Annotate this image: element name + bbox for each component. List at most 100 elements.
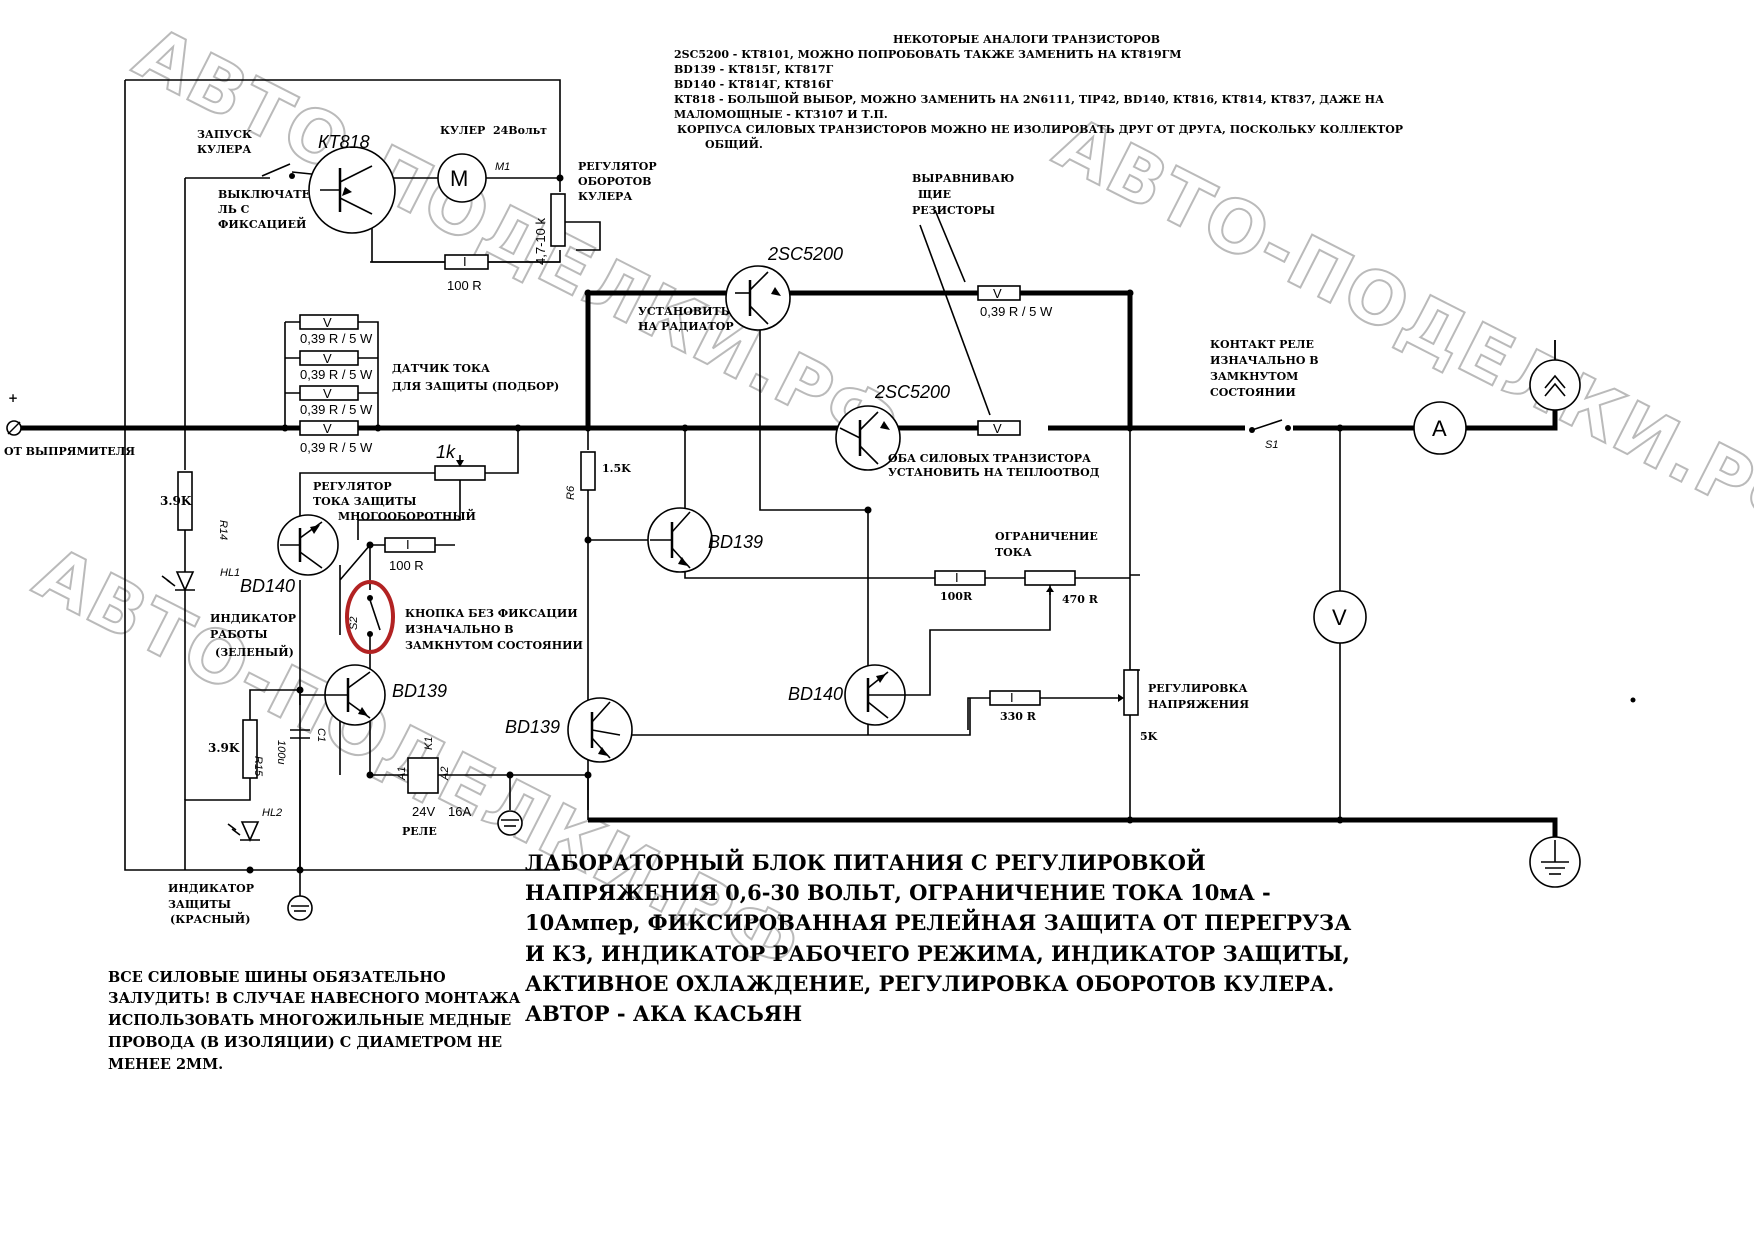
- protection-reg-label-2: ТОКА ЗАЩИТЫ: [313, 495, 416, 508]
- note-block: ВСЕ СИЛОВЫЕ ШИНЫ ОБЯЗАТЕЛЬНО ЗАЛУДИТЬ! В…: [108, 969, 521, 1073]
- r-sense-value: 0,39 R / 5 W: [300, 402, 373, 417]
- title-line: 10Ампер, ФИКСИРОВАННАЯ РЕЛЕЙНАЯ ЗАЩИТА О…: [525, 909, 1351, 935]
- note-line: ПРОВОДА (В ИЗОЛЯЦИИ) С ДИАМЕТРОМ НЕ: [108, 1034, 502, 1051]
- q-mid-label: 2SC5200: [874, 382, 950, 402]
- s2-label: S2: [348, 617, 360, 630]
- plus-label: +: [8, 391, 18, 405]
- resistor-100r-top: I 100 R: [444, 254, 489, 293]
- junctions: [246, 174, 1636, 874]
- a1-ref: A1: [396, 767, 408, 781]
- both-transistors-2: УСТАНОВИТЬ НА ТЕПЛООТВОД: [888, 466, 1100, 479]
- r6-ref: R6: [565, 485, 577, 500]
- bd139-bottom-label: BD139: [505, 717, 560, 737]
- output-terminal-ground: [1529, 836, 1581, 888]
- pot-1k-value: 1k: [436, 442, 456, 462]
- r100-left-value: 100 R: [389, 558, 424, 573]
- work-indicator-2: РАБОТЫ: [210, 628, 268, 641]
- equalizing-resistors: V 0,39 R / 5 W V ВЫРАВНИВАЮ ЩИЕ РЕЗИСТОР…: [912, 172, 1053, 436]
- res-mark: V: [993, 286, 1002, 301]
- button-label-2: ИЗНАЧАЛЬНО В: [405, 623, 514, 636]
- install-radiator-1: УСТАНОВИТЬ: [638, 305, 730, 318]
- res-mark: I: [955, 570, 959, 585]
- title-block: ЛАБОРАТОРНЫЙ БЛОК ПИТАНИЯ С РЕГУЛИРОВКОЙ…: [525, 849, 1351, 1026]
- motor-ref: M1: [495, 161, 510, 173]
- res-mark: V: [993, 421, 1002, 436]
- protect-indicator-1: ИНДИКАТОР: [168, 882, 254, 895]
- cooler-motor: M M1 КУЛЕР 24Вольт: [437, 124, 547, 203]
- ground-icon: [287, 870, 313, 921]
- cooler-speed-label-2: ОБОРОТОВ: [578, 175, 651, 188]
- r-sense-value: 0,39 R / 5 W: [300, 331, 373, 346]
- work-indicator-3: (ЗЕЛЕНЫЙ): [215, 644, 294, 659]
- ammeter-symbol: A: [1432, 416, 1447, 441]
- r-eq-value: 0,39 R / 5 W: [980, 304, 1053, 319]
- input-terminal: + ОТ ВЫПРЯМИТЕЛЯ: [4, 391, 135, 458]
- cooler-speed-label-1: РЕГУЛЯТОР: [578, 160, 657, 173]
- protect-indicator-2: ЗАЩИТЫ: [168, 898, 231, 911]
- equalizing-label-1: ВЫРАВНИВАЮ: [912, 172, 1014, 185]
- motor-symbol: M: [450, 166, 468, 191]
- protection-reg-label-1: РЕГУЛЯТОР: [313, 480, 392, 493]
- title-line: АКТИВНОЕ ОХЛАЖДЕНИЕ, РЕГУЛИРОВКА ОБОРОТО…: [525, 971, 1334, 996]
- pot-cooler: 4,7-10 k РЕГУЛЯТОР ОБОРОТОВ КУЛЕРА: [533, 160, 657, 265]
- r14-ref: R14: [217, 520, 229, 540]
- resistor-330r: I 330 R: [989, 690, 1041, 723]
- transistor-2sc5200-top: 2SC5200 УСТАНОВИТЬ НА РАДИАТОР: [638, 244, 843, 333]
- pot-470r: 470 R ОГРАНИЧЕНИЕ ТОКА: [995, 530, 1099, 606]
- title-line: ЛАБОРАТОРНЫЙ БЛОК ПИТАНИЯ С РЕГУЛИРОВКОЙ: [525, 849, 1206, 875]
- res-mark: I: [463, 254, 467, 269]
- switch-latch-label-1: ВЫКЛЮЧАТЕ: [218, 188, 310, 201]
- from-rectifier-label: ОТ ВЫПРЯМИТЕЛЯ: [4, 445, 135, 458]
- watermark: АВТО-ПОДЕЛКИ.РФ: [1042, 100, 1754, 559]
- cooler-start-label-2: КУЛЕРА: [197, 143, 251, 156]
- pot-cooler-value: 4,7-10 k: [533, 218, 548, 265]
- voltage-reg-2: НАПРЯЖЕНИЯ: [1148, 698, 1249, 711]
- equalizing-label-2: ЩИЕ: [918, 188, 951, 201]
- both-transistors-1: ОБА СИЛОВЫХ ТРАНЗИСТОРА: [888, 452, 1091, 465]
- voltmeter: V: [1313, 590, 1367, 644]
- switch-latch-label-3: ФИКСАЦИЕЙ: [218, 216, 306, 231]
- install-radiator-2: НА РАДИАТОР: [638, 320, 734, 333]
- transistor-2sc5200-mid: 2SC5200 ОБА СИЛОВЫХ ТРАНЗИСТОРА УСТАНОВИ…: [835, 382, 1100, 479]
- analogs-line: BD139 - КТ815Г, КТ817Г: [674, 63, 834, 76]
- relay-contact-2: ИЗНАЧАЛЬНО В: [1210, 354, 1319, 367]
- transistor-bd140-left: BD140: [240, 514, 339, 596]
- note-line: ЗАЛУДИТЬ! В СЛУЧАЕ НАВЕСНОГО МОНТАЖА: [108, 990, 521, 1007]
- r-sense-value: 0,39 R / 5 W: [300, 367, 373, 382]
- res-mark: I: [1010, 690, 1014, 705]
- analogs-line: ОБЩИЙ.: [705, 136, 763, 151]
- bd140-left-label: BD140: [240, 576, 295, 596]
- transistor-bd139-bottom: BD139: [505, 697, 633, 763]
- bd140-right-label: BD140: [788, 684, 843, 704]
- c1-value: 100u: [275, 740, 287, 764]
- s1-ref: S1: [1265, 439, 1278, 451]
- relay-volt: 24V: [412, 804, 435, 819]
- q-top-label: 2SC5200: [767, 244, 843, 264]
- analogs-title: НЕКОТОРЫЕ АНАЛОГИ ТРАНЗИСТОРОВ: [893, 33, 1160, 46]
- transistor-kt818: КТ818: [308, 132, 396, 234]
- current-sensor-label-1: ДАТЧИК ТОКА: [392, 362, 490, 375]
- button-s2: S2 КНОПКА БЕЗ ФИКСАЦИИ ИЗНАЧАЛЬНО В ЗАМК…: [345, 580, 583, 654]
- button-label-1: КНОПКА БЕЗ ФИКСАЦИИ: [405, 607, 578, 620]
- c1-ref: C1: [315, 728, 327, 742]
- ammeter: A: [1413, 401, 1467, 455]
- analogs-line: КТ818 - БОЛЬШОЙ ВЫБОР, МОЖНО ЗАМЕНИТЬ НА…: [674, 91, 1384, 106]
- pot-1k: 1k РЕГУЛЯТОР ТОКА ЗАЩИТЫ МНОГООБОРОТНЫЙ: [313, 442, 486, 523]
- note-line: ИСПОЛЬЗОВАТЬ МНОГОЖИЛЬНЫЕ МЕДНЫЕ: [108, 1012, 511, 1029]
- relay-k1: K1 A1 A2 24V 16A РЕЛЕ: [396, 737, 471, 838]
- voltmeter-symbol: V: [1332, 605, 1347, 630]
- hl2-ref: HL2: [262, 807, 282, 819]
- resistor-100r-left: I 100 R: [384, 537, 436, 573]
- title-line: АВТОР - АКА КАСЬЯН: [525, 1001, 802, 1026]
- pot-5k-value: 5K: [1140, 730, 1158, 743]
- equalizing-label-3: РЕЗИСТОРЫ: [912, 204, 995, 217]
- resistor-r14: 3.9K R14: [160, 471, 229, 540]
- cooler-label: КУЛЕР: [440, 124, 485, 137]
- current-sensor-label-2: ДЛЯ ЗАЩИТЫ (ПОДБОР): [392, 380, 559, 393]
- analogs-line: 2SC5200 - КТ8101, МОЖНО ПОПРОБОВАТЬ ТАКЖ…: [674, 48, 1181, 61]
- hl1-ref: HL1: [220, 567, 240, 579]
- current-limit-1: ОГРАНИЧЕНИЕ: [995, 530, 1098, 543]
- r15-ref: R15: [252, 756, 264, 777]
- output-terminal-plus: [1529, 340, 1581, 411]
